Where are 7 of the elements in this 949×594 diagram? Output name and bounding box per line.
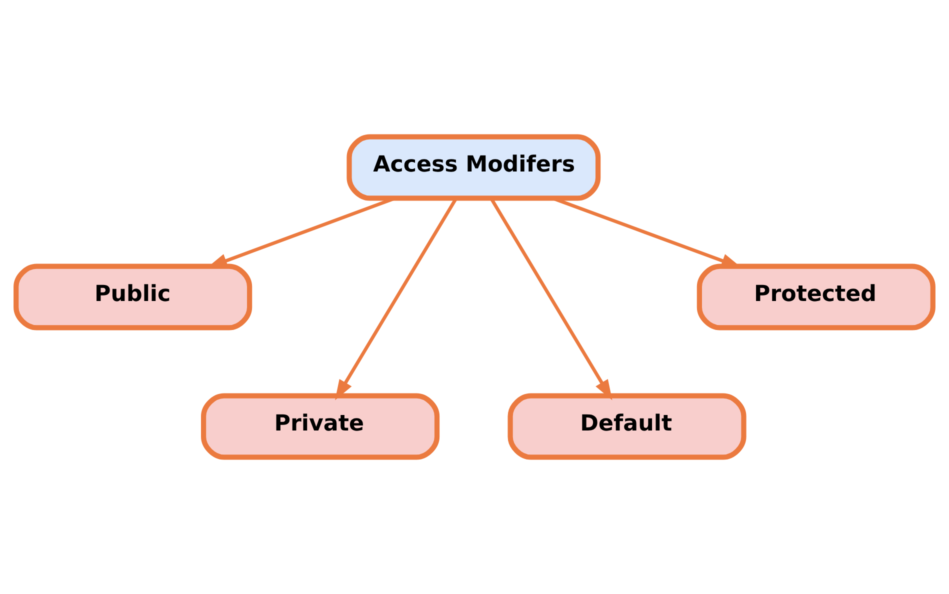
- node-box: Default: [508, 393, 746, 460]
- node-box: Access Modifers: [346, 134, 601, 201]
- arrow: [490, 198, 612, 400]
- arrow: [335, 198, 458, 400]
- node-box: Protected: [696, 264, 936, 330]
- node-box: Public: [14, 264, 252, 330]
- node-box: Private: [201, 393, 440, 460]
